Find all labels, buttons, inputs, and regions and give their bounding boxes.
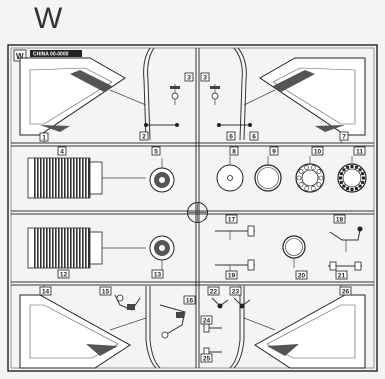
- part-number-text: 11: [356, 148, 363, 155]
- part-number-text: 6: [229, 133, 233, 140]
- part-number-label: 22: [207, 286, 220, 296]
- sprue-outer-frame: [7, 44, 378, 372]
- part-number-label: 14: [39, 286, 52, 296]
- part-number-text: 3: [187, 74, 191, 81]
- part-23-clip: [233, 297, 251, 309]
- part-number-label: 6: [249, 131, 259, 141]
- part-number-text: 18: [336, 216, 344, 223]
- part-number-label: 8: [229, 146, 239, 156]
- part-4-ribbed-drum: [27, 157, 146, 199]
- part-17-axle: [215, 225, 255, 240]
- part-number-label: 17: [225, 214, 238, 224]
- part-13-wheel: [149, 235, 175, 270]
- part-number-text: 19: [228, 272, 236, 279]
- part-number-label: 26: [339, 286, 352, 296]
- part-number-label: 21: [335, 270, 348, 280]
- part-number-text: 16: [186, 297, 194, 304]
- part-number-text: 7: [342, 133, 346, 140]
- part-7-fin-top-right: [243, 57, 366, 143]
- part-number-text: 15: [102, 288, 110, 295]
- frame-tag-text: CHINA 00-0000: [33, 52, 69, 58]
- part-5-wheel: [149, 158, 175, 193]
- part-18-bracket: [329, 226, 363, 252]
- part-number-text: 22: [210, 288, 218, 295]
- part-16-linkage: [159, 304, 186, 339]
- part-number-text: 10: [314, 148, 322, 155]
- part-number-text: 21: [338, 272, 346, 279]
- part-number-label: 3: [200, 72, 210, 82]
- part-number-text: 23: [232, 288, 240, 295]
- part-number-text: 13: [154, 271, 162, 278]
- part-number-label: 24: [200, 315, 213, 325]
- part-24-pin: [203, 323, 222, 333]
- part-number-text: 24: [203, 317, 211, 324]
- part-number-label: 25: [200, 353, 213, 363]
- part-6-rod: [217, 123, 252, 127]
- part-number-text: 20: [298, 272, 306, 279]
- part-number-label: 20: [295, 270, 308, 280]
- part-1-fin-top-left: [19, 57, 147, 143]
- part-number-text: 26: [342, 288, 350, 295]
- part-number-label: 23: [229, 286, 242, 296]
- part-number-label: 12: [57, 269, 70, 279]
- part-number-text: 5: [154, 148, 158, 155]
- part-number-text: 9: [272, 148, 276, 155]
- part-number-label: 9: [269, 146, 279, 156]
- part-number-text: 2: [142, 133, 146, 140]
- part-number-label: 13: [151, 269, 164, 279]
- part-number-label: 4: [57, 146, 67, 156]
- part-number-label: 2: [139, 131, 149, 141]
- part-11-chain-ring: [337, 156, 367, 193]
- part-20-ring: [282, 235, 306, 268]
- part-number-label: 5: [151, 146, 161, 156]
- part-number-label: 7: [339, 131, 349, 141]
- part-26-fin-bottom-right: [243, 285, 366, 369]
- part-number-text: 3: [203, 74, 207, 81]
- part-9-ring: [254, 156, 282, 192]
- part-number-text: 8: [232, 148, 236, 155]
- part-8-disc: [216, 156, 244, 192]
- part-number-text: 6: [252, 133, 256, 140]
- frame-corner-letter: W: [16, 52, 24, 61]
- part-number-text: 4: [60, 148, 64, 155]
- part-14-fin-bottom-left: [19, 285, 147, 369]
- part-number-label: 18: [333, 214, 346, 224]
- part-number-label: 10: [311, 146, 324, 156]
- frame-tag-box: [30, 50, 82, 57]
- part-number-label: 19: [225, 270, 238, 280]
- part-number-label: 1: [39, 132, 49, 142]
- part-21-bracket: [328, 261, 362, 271]
- part-number-label: 3: [184, 72, 194, 82]
- part-12-ribbed-drum: [27, 227, 146, 269]
- part-10-bearing: [295, 156, 325, 193]
- sprue-letter-title: W: [34, 2, 64, 35]
- part-number-text: 25: [203, 355, 211, 362]
- part-22-clip: [211, 297, 229, 309]
- part-number-text: 1: [42, 134, 46, 141]
- part-15-arm: [114, 294, 141, 311]
- part-number-label: 6: [226, 131, 236, 141]
- part-3-small-brackets: [170, 84, 220, 105]
- part-2-rod: [144, 123, 179, 127]
- part-number-label: 15: [99, 286, 112, 296]
- part-number-text: 12: [60, 271, 68, 278]
- part-number-text: 17: [228, 216, 236, 223]
- part-number-label: 16: [183, 295, 196, 305]
- part-number-text: 14: [42, 288, 50, 295]
- part-number-label: 11: [353, 146, 366, 156]
